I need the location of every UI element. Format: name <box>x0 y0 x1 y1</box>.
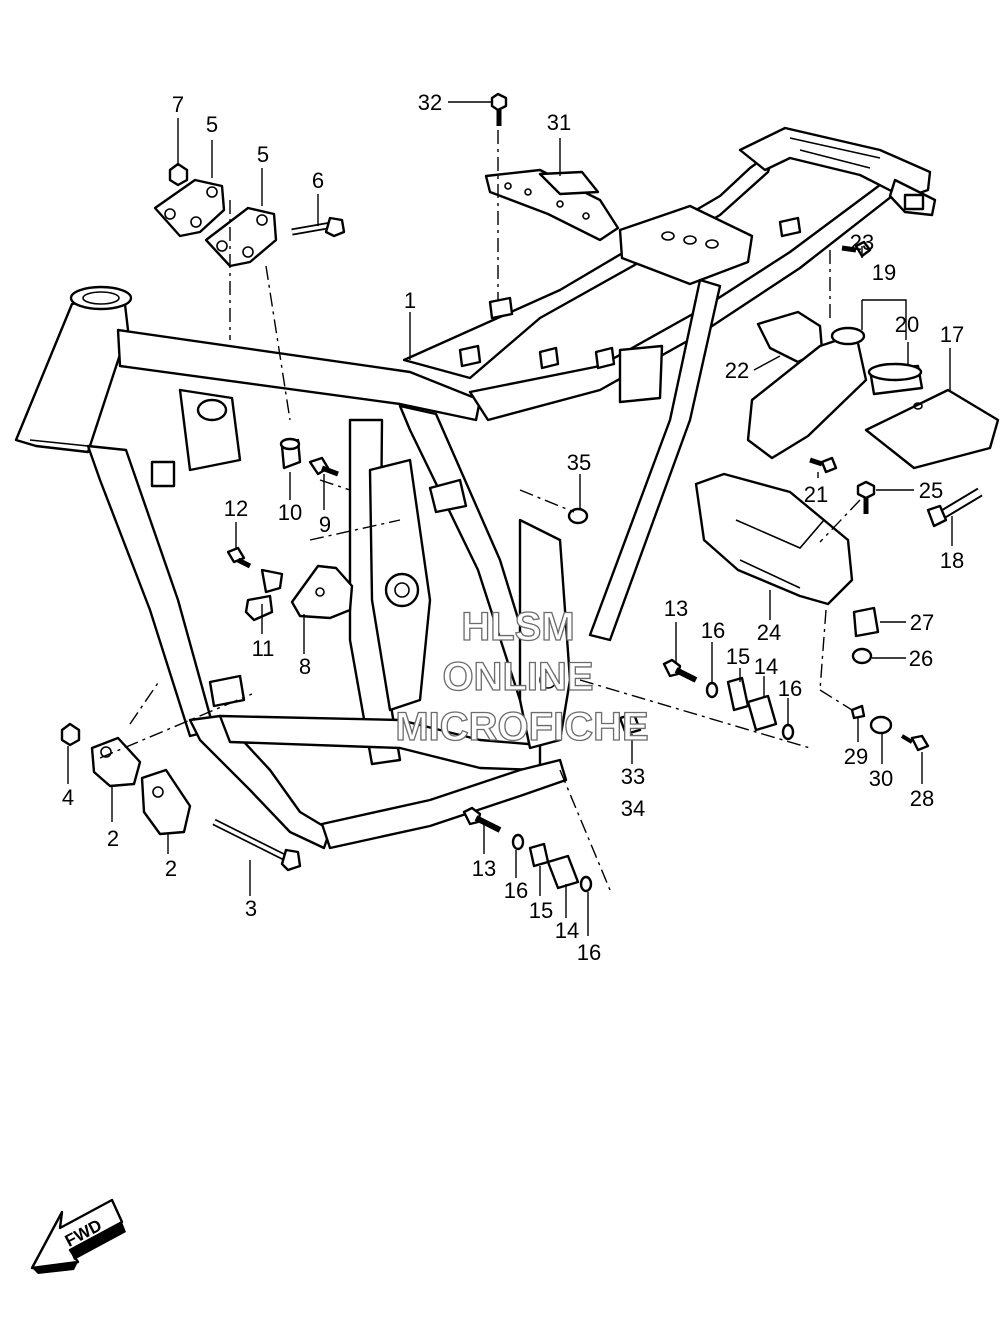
label-part-25: 25 <box>919 478 943 503</box>
label-part-8: 8 <box>299 654 311 679</box>
label-part-17: 17 <box>940 322 964 347</box>
label-part-9: 9 <box>319 512 331 537</box>
collar-part-15-lower <box>528 842 550 868</box>
label-part-22: 22 <box>725 358 749 383</box>
bolt-part-12 <box>226 546 252 569</box>
label-part-21: 21 <box>804 482 828 507</box>
label-part-10: 10 <box>278 500 302 525</box>
cover-part-24 <box>694 472 854 606</box>
label-part-27: 27 <box>910 610 934 635</box>
label-part-34: 34 <box>621 796 645 821</box>
main-frame <box>14 126 937 850</box>
pad-part-17 <box>864 388 1000 470</box>
label-part-2-rear: 2 <box>165 856 177 881</box>
label-part-13-lower: 13 <box>472 856 496 881</box>
washer-part-16-lower-a <box>511 833 525 851</box>
clamp-part-11 <box>244 568 284 622</box>
bolt-part-6 <box>291 216 346 238</box>
label-part-13-upper: 13 <box>664 596 688 621</box>
nut-part-4 <box>60 722 81 747</box>
label-part-5-right: 5 <box>257 142 269 167</box>
screw-part-28 <box>900 734 930 752</box>
fwd-arrow: FWD <box>30 1198 126 1274</box>
collar-part-30 <box>869 715 893 735</box>
bolt-part-3 <box>212 818 302 872</box>
label-part-14-upper: 14 <box>754 654 778 679</box>
watermark: HLSM ONLINE MICROFICHE <box>395 604 650 749</box>
bolt-part-21 <box>809 456 838 474</box>
label-part-3: 3 <box>245 896 257 921</box>
label-part-11: 11 <box>252 636 275 661</box>
assembly-lines <box>99 130 861 891</box>
bolt-part-9 <box>308 456 339 477</box>
label-part-16-upper-a: 16 <box>701 618 725 643</box>
label-part-30: 30 <box>869 766 893 791</box>
label-part-18: 18 <box>940 548 964 573</box>
watermark-line-1: HLSM <box>461 605 574 649</box>
bracket-part-2-front <box>90 736 142 788</box>
label-part-28: 28 <box>910 786 934 811</box>
nut-part-7 <box>168 162 189 187</box>
bolt-part-13-lower <box>462 806 502 833</box>
collar-part-15-upper <box>726 676 750 712</box>
washer-part-16-upper-a <box>705 681 719 699</box>
label-part-15-lower: 15 <box>529 898 553 923</box>
clip-part-29 <box>850 704 866 720</box>
label-part-4: 4 <box>62 785 74 810</box>
bolt-part-23 <box>841 240 872 258</box>
bolt-part-13-upper <box>662 658 698 683</box>
watermark-line-2: ONLINE <box>442 655 593 699</box>
washer-part-16-lower-b <box>579 875 593 893</box>
label-part-6: 6 <box>312 168 324 193</box>
bolt-part-18 <box>926 487 983 528</box>
bushing-part-14-upper <box>746 694 778 732</box>
bracket-part-2-rear <box>140 768 192 836</box>
bolt-part-25 <box>856 480 876 514</box>
label-part-32: 32 <box>418 90 442 115</box>
cap-part-26 <box>851 647 873 665</box>
bushing-part-14-lower <box>546 854 580 890</box>
grommet-part-27 <box>852 606 880 638</box>
label-part-2-front: 2 <box>107 826 119 851</box>
leader-lines <box>67 101 953 936</box>
label-part-23: 23 <box>850 230 874 255</box>
bracket-part-8 <box>290 564 354 620</box>
washer-part-16-upper-b <box>781 723 795 741</box>
label-part-26: 26 <box>909 646 933 671</box>
label-part-7: 7 <box>172 92 184 117</box>
label-part-19: 19 <box>872 260 896 285</box>
fwd-arrow-icon <box>30 1198 124 1270</box>
holder-part-19 <box>746 332 868 460</box>
label-part-16-upper-b: 16 <box>778 676 802 701</box>
label-part-12: 12 <box>224 496 248 521</box>
label-part-35: 35 <box>567 450 591 475</box>
label-part-20: 20 <box>895 312 919 337</box>
grommet-part-33 <box>618 712 642 736</box>
label-part-31: 31 <box>547 110 571 135</box>
part-labels: 1 2 2 3 4 5 5 6 7 8 9 10 11 12 13 13 14 … <box>62 90 964 965</box>
label-part-1: 1 <box>404 288 416 313</box>
label-part-16-lower-a: 16 <box>504 878 528 903</box>
bolt-part-32 <box>490 92 508 126</box>
engine-mount-bracket-left <box>153 178 226 238</box>
watermark-line-3: MICROFICHE <box>395 705 648 749</box>
label-part-16-lower-b: 16 <box>577 940 601 965</box>
label-part-15-upper: 15 <box>726 644 750 669</box>
label-part-24: 24 <box>757 620 781 645</box>
label-part-14-lower: 14 <box>555 918 579 943</box>
label-part-5-left: 5 <box>206 112 218 137</box>
label-part-33: 33 <box>621 764 645 789</box>
label-part-29: 29 <box>844 744 868 769</box>
